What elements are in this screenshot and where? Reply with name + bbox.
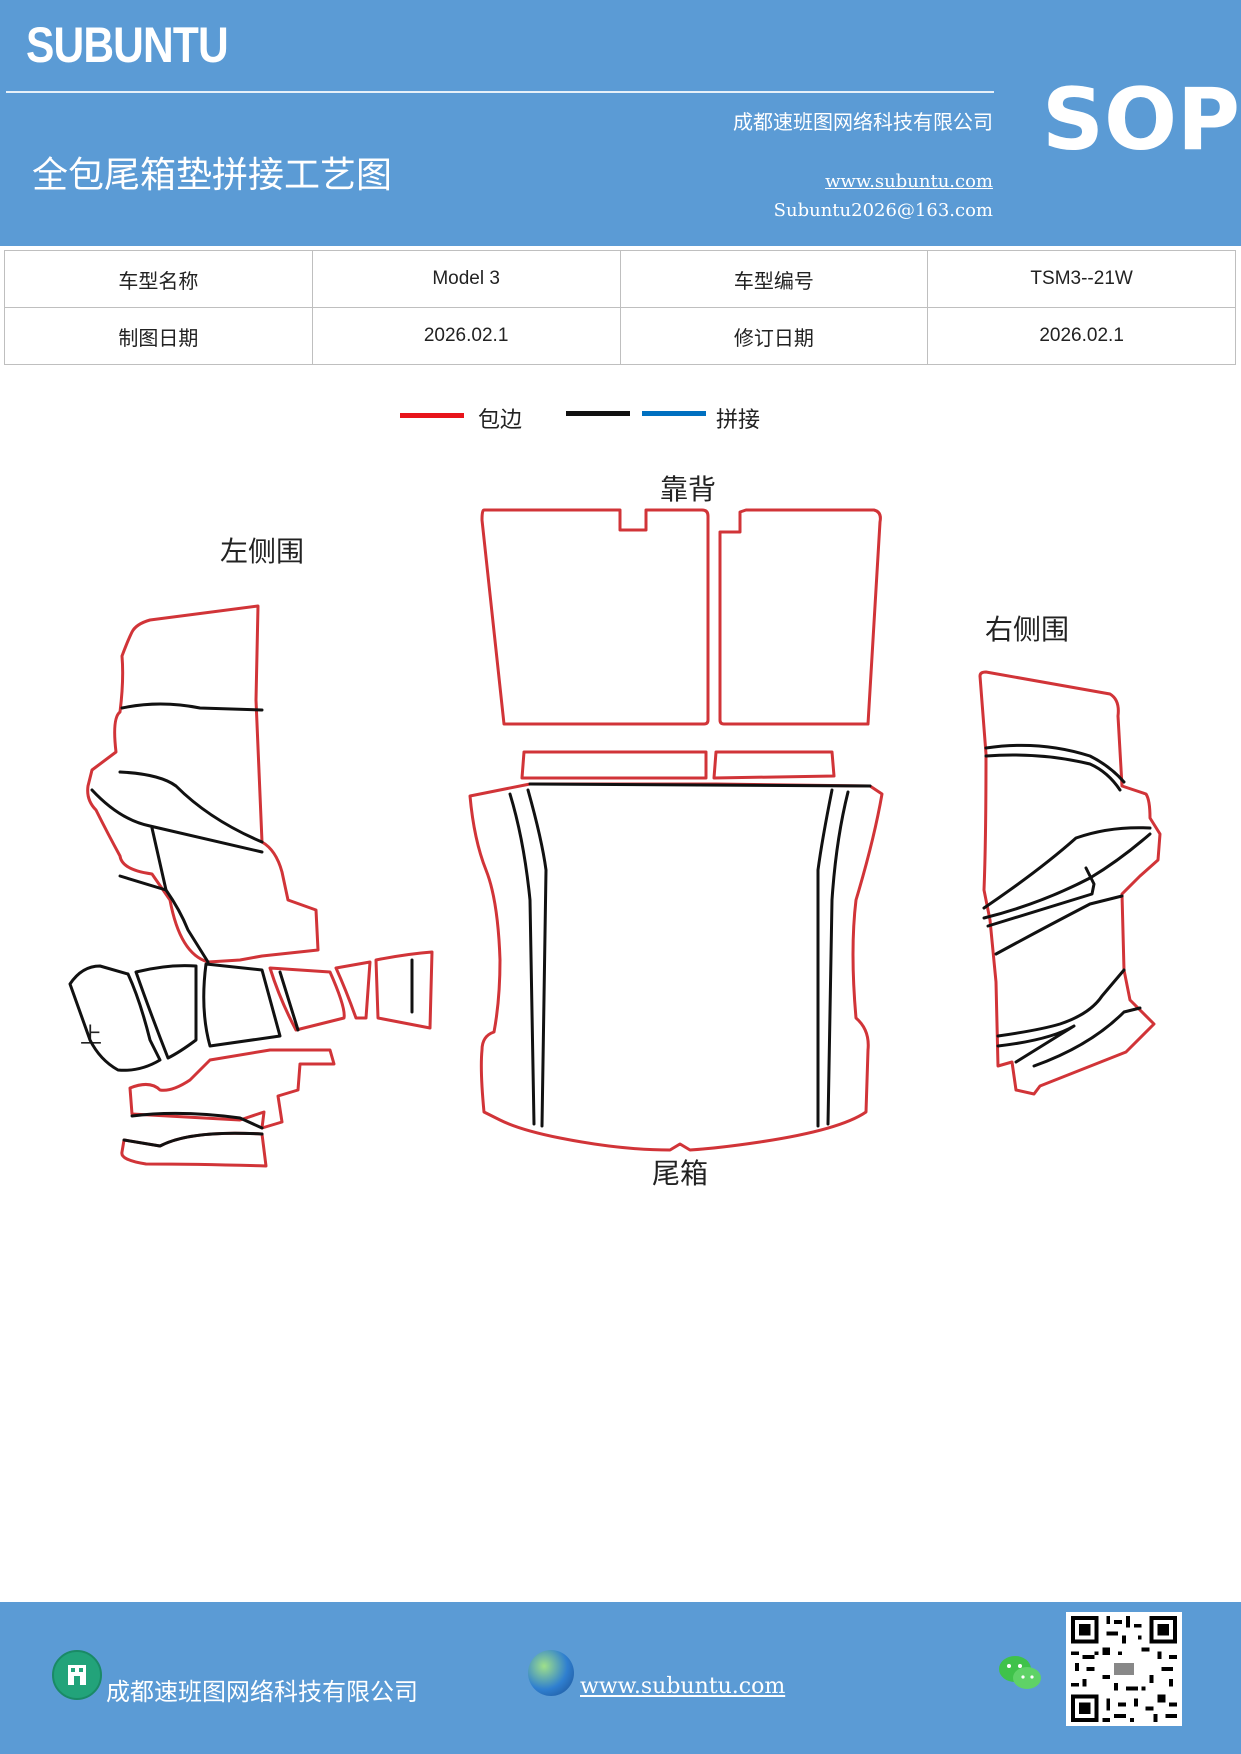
left-lower-piece-5 <box>334 960 372 1020</box>
left-lower-seam-c <box>130 1111 264 1130</box>
email-address: Subuntu2026@163.com <box>773 200 993 221</box>
left-side-seam-3 <box>90 788 264 854</box>
footer-website-link[interactable]: www.subuntu.com <box>580 1674 786 1699</box>
trunk-seam-left-1 <box>508 792 536 1126</box>
website-link[interactable]: www.subuntu.com <box>825 171 993 192</box>
legend: 包边 拼接 <box>400 402 800 442</box>
left-lower-piece-3 <box>202 962 282 1048</box>
model-name-value: Model 3 <box>311 250 621 308</box>
trunk-seam-top <box>528 782 872 788</box>
right-side-seam-5 <box>986 866 1096 928</box>
middle-strip-right <box>712 750 836 780</box>
model-code-label: 车型编号 <box>619 250 929 308</box>
label-backrest: 靠背 <box>660 473 717 506</box>
right-side-outline <box>978 670 1162 1096</box>
backrest-right-panel <box>718 508 882 726</box>
trunk-seam-left-2 <box>526 788 548 1128</box>
backrest-left-panel <box>480 508 710 726</box>
legend-swatch-join <box>642 411 706 416</box>
legend-label-edge: 包边 <box>478 408 523 433</box>
vehicle-info-table: 车型名称 Model 3 车型编号 TSM3--21W 制图日期 2026.02… <box>4 250 1236 365</box>
left-side-outline <box>86 604 320 964</box>
table-row: 车型名称 Model 3 车型编号 TSM3--21W <box>4 250 1236 308</box>
right-side-seam-6 <box>994 894 1124 956</box>
legend-label-join: 拼接 <box>716 408 761 433</box>
table-row: 制图日期 2026.02.1 修订日期 2026.02.1 <box>4 307 1236 365</box>
drawing-date-label: 制图日期 <box>4 307 313 365</box>
left-lower-seam-a <box>278 970 300 1032</box>
footer-company-name: 成都速班图网络科技有限公司 <box>106 1678 418 1706</box>
left-lower-piece-8 <box>120 1131 268 1168</box>
header-divider <box>6 91 994 93</box>
left-lower-piece-1 <box>68 964 162 1072</box>
left-side-seam-1 <box>120 702 264 712</box>
brand-logo: SUBUNTU <box>26 17 229 73</box>
label-trunk: 尾箱 <box>652 1157 709 1190</box>
building-icon <box>52 1650 102 1700</box>
drawing-date-value: 2026.02.1 <box>311 307 621 365</box>
qr-code <box>1066 1612 1182 1726</box>
sop-badge: SOP <box>1042 70 1241 170</box>
left-lower-seam-d <box>122 1131 264 1148</box>
right-side-seam-2 <box>984 753 1122 792</box>
model-name-label: 车型名称 <box>4 250 313 308</box>
left-lower-piece-7 <box>128 1048 336 1130</box>
left-lower-piece-2 <box>134 964 198 1060</box>
right-side-seam-7 <box>996 968 1126 1038</box>
label-left-side: 左侧围 <box>220 535 305 568</box>
wechat-icon[interactable] <box>996 1652 1044 1694</box>
left-side-seam-5 <box>118 874 210 964</box>
document-title: 全包尾箱垫拼接工艺图 <box>32 155 393 196</box>
footer-banner: 成都速班图网络科技有限公司 www.subuntu.com <box>0 1602 1241 1754</box>
right-side-seam-9 <box>1032 1006 1142 1068</box>
revision-date-value: 2026.02.1 <box>927 307 1236 365</box>
left-lower-piece-4 <box>268 966 346 1032</box>
trunk-seam-right-1 <box>816 788 834 1128</box>
company-name: 成都速班图网络科技有限公司 <box>733 110 993 134</box>
trunk-seam-right-2 <box>826 790 850 1126</box>
right-side-seam-1 <box>984 743 1126 784</box>
legend-swatch-seam <box>566 411 630 416</box>
revision-date-label: 修订日期 <box>619 307 929 365</box>
middle-strip-left <box>520 750 708 780</box>
right-side-seam-8 <box>996 1024 1076 1064</box>
right-side-seam-3 <box>982 826 1152 910</box>
left-side-seam-2 <box>118 770 264 844</box>
header-banner: SUBUNTU 成都速班图网络科技有限公司 全包尾箱垫拼接工艺图 www.sub… <box>0 0 1241 246</box>
left-side-seam-4 <box>150 826 168 892</box>
left-lower-piece-6 <box>374 950 434 1030</box>
model-code-value: TSM3--21W <box>927 250 1236 308</box>
trunk-floor-outline <box>468 782 884 1152</box>
legend-swatch-edge <box>400 413 464 418</box>
globe-icon <box>528 1650 574 1696</box>
label-right-side: 右侧围 <box>985 613 1070 646</box>
